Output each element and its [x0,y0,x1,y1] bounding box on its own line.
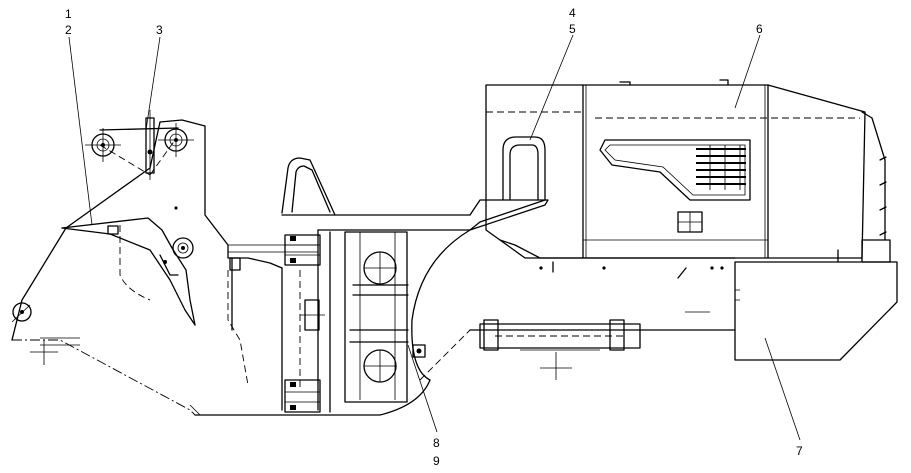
front-axle-centerline [30,340,58,365]
mid-pulley [172,237,194,259]
rear-axle-assembly [479,319,641,351]
rear-chassis [469,239,891,331]
steering-cylinder-assembly [344,231,409,403]
cab-body [485,84,584,259]
hitch-pin-center [300,299,325,331]
hood-access-panel [677,211,703,233]
upper-hitch-housing [284,234,321,266]
callout-5: 5 [569,22,576,36]
callout-3: 3 [156,23,163,37]
callout-2: 2 [65,23,72,37]
front-attachment [11,119,300,416]
callout-6: 6 [756,22,763,36]
callout-4: 4 [569,6,576,20]
adjuster-rod [145,110,155,180]
step-platform [469,199,549,231]
front-small-wheel [11,302,32,323]
counterweight [734,261,898,361]
cylinder-bracket [412,344,426,358]
hood-side-window [599,139,751,201]
callout-8: 8 [433,436,440,450]
small-fittings [174,206,839,279]
center-frame [194,157,546,416]
upper-left-pulley [85,128,121,162]
lower-cylinder-wheel [363,349,397,383]
lower-hitch-housing [284,379,321,413]
upper-cylinder-wheel [363,251,397,285]
rear-axle-centerline [540,352,572,380]
callout-7: 7 [796,444,803,458]
rear-hood-bumps [879,156,887,236]
callout-9: 9 [433,454,440,468]
ventilation-grille [696,145,746,190]
callout-1: 1 [65,7,72,21]
handrail [502,136,546,201]
upper-right-pulley [158,123,194,157]
blade-hinge [107,225,179,276]
callout-leaders [68,34,801,441]
